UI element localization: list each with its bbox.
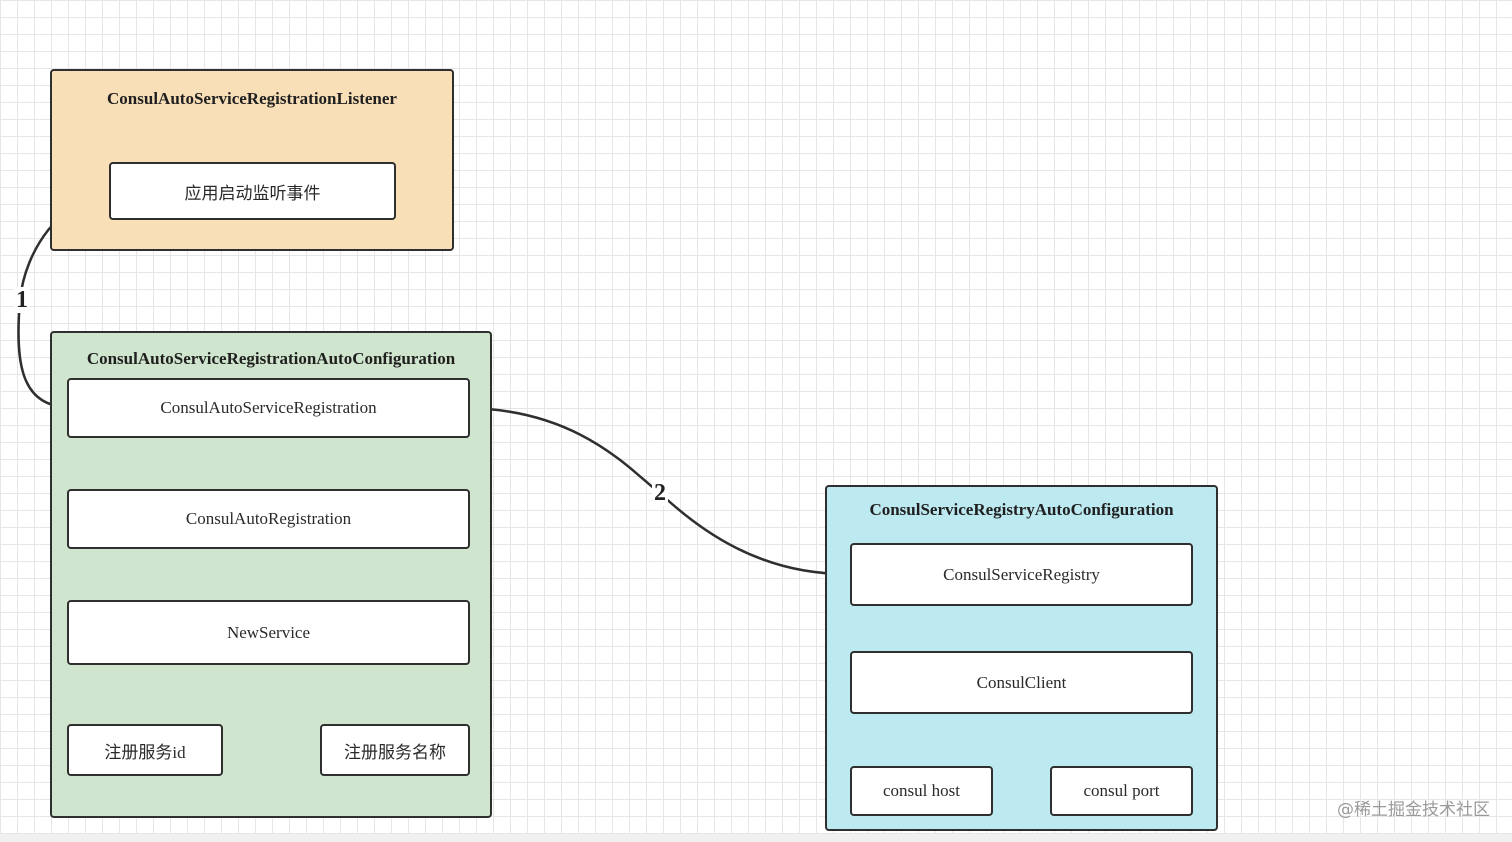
group-title-listener: ConsulAutoServiceRegistrationListener (107, 89, 397, 108)
group-listener: ConsulAutoServiceRegistrationListener (50, 69, 454, 251)
watermark: @稀土掘金技术社区 (1337, 800, 1490, 820)
group-title-registry: ConsulServiceRegistryAutoConfiguration (869, 500, 1174, 519)
bottom-strip (0, 834, 1512, 842)
node-app-start-event[interactable]: 应用启动监听事件 (109, 162, 396, 220)
node-service-id[interactable]: 注册服务id (67, 724, 223, 776)
edge-label-step-1: 1 (14, 287, 30, 313)
node-consul-service-registry[interactable]: ConsulServiceRegistry (850, 543, 1193, 606)
node-consul-auto-registration[interactable]: ConsulAutoRegistration (67, 489, 470, 549)
edge-label-step-2: 2 (652, 480, 668, 506)
node-new-service[interactable]: NewService (67, 600, 470, 665)
node-service-name[interactable]: 注册服务名称 (320, 724, 470, 776)
node-consul-client[interactable]: ConsulClient (850, 651, 1193, 714)
node-consul-host[interactable]: consul host (850, 766, 993, 816)
group-title-autoconfig: ConsulAutoServiceRegistrationAutoConfigu… (86, 349, 456, 368)
node-consul-auto-service-registration[interactable]: ConsulAutoServiceRegistration (67, 378, 470, 438)
node-consul-port[interactable]: consul port (1050, 766, 1193, 816)
